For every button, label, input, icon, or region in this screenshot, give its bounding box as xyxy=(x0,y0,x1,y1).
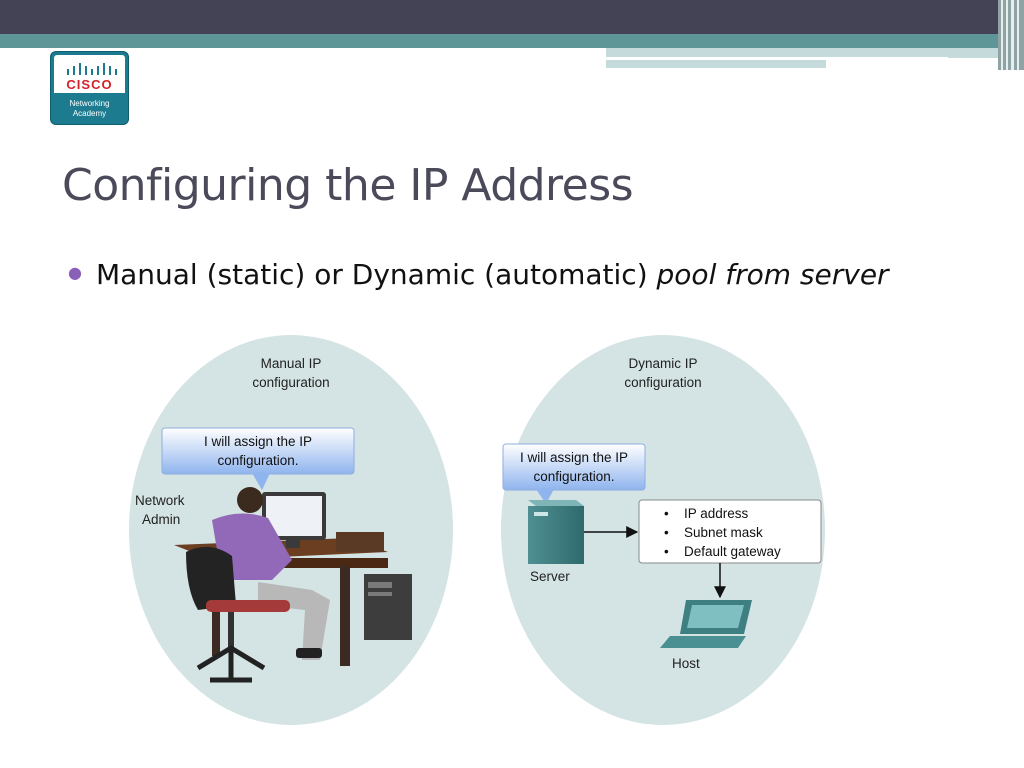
cisco-bars-icon xyxy=(67,63,117,75)
config-items-box xyxy=(638,499,822,564)
logo-brand: CISCO xyxy=(66,77,113,92)
bullet-dot-icon: ● xyxy=(68,262,82,282)
bullet-item: ●Manual (static) or Dynamic (automatic) … xyxy=(68,258,889,291)
admin-label-line1: Network xyxy=(135,493,185,508)
header-bar xyxy=(0,0,1024,34)
dynamic-bubble-line2: configuration. xyxy=(533,469,614,484)
logo-line2: Academy xyxy=(72,109,107,118)
host-label: Host xyxy=(672,656,700,671)
manual-title-line1: Manual IP xyxy=(261,356,322,371)
header-divider xyxy=(606,57,948,59)
header-teal-band xyxy=(0,34,1024,48)
bullet-text: Manual (static) or Dynamic (automatic) xyxy=(95,258,648,291)
cisco-networking-academy-logo: CISCO Networking Academy xyxy=(51,52,128,124)
config-bullet-2: • xyxy=(664,525,669,540)
server-label: Server xyxy=(530,569,570,584)
logo-top-panel: CISCO xyxy=(54,55,125,93)
header-vertical-lines xyxy=(998,0,1024,70)
dynamic-speech-bubble: I will assign the IP configuration. xyxy=(502,443,646,504)
config-bullet-1: • xyxy=(664,506,669,521)
config-item-2: Subnet mask xyxy=(684,525,763,540)
manual-bubble-line1: I will assign the IP xyxy=(204,434,312,449)
manual-title-line2: configuration xyxy=(252,375,329,390)
manual-speech-bubble: I will assign the IP configuration. xyxy=(161,427,355,490)
config-item-3: Default gateway xyxy=(684,544,781,559)
manual-bubble-line2: configuration. xyxy=(217,453,298,468)
logo-line1: Networking xyxy=(69,99,110,108)
server-icon xyxy=(528,500,584,564)
admin-desk-illustration xyxy=(174,487,412,683)
host-laptop-icon xyxy=(660,600,752,648)
header-stripe xyxy=(606,48,1006,58)
config-bullet-3: • xyxy=(664,544,669,559)
logo-caption: Networking Academy xyxy=(51,99,128,119)
bullet-italic-text: pool from server xyxy=(656,258,889,291)
dynamic-title-line2: configuration xyxy=(624,375,701,390)
header-stripe-short xyxy=(606,60,826,68)
config-item-1: IP address xyxy=(684,506,749,521)
admin-label-line2: Admin xyxy=(142,512,180,527)
dynamic-bubble-line1: I will assign the IP xyxy=(520,450,628,465)
slide-title: Configuring the IP Address xyxy=(62,160,634,211)
dynamic-title-line1: Dynamic IP xyxy=(628,356,697,371)
